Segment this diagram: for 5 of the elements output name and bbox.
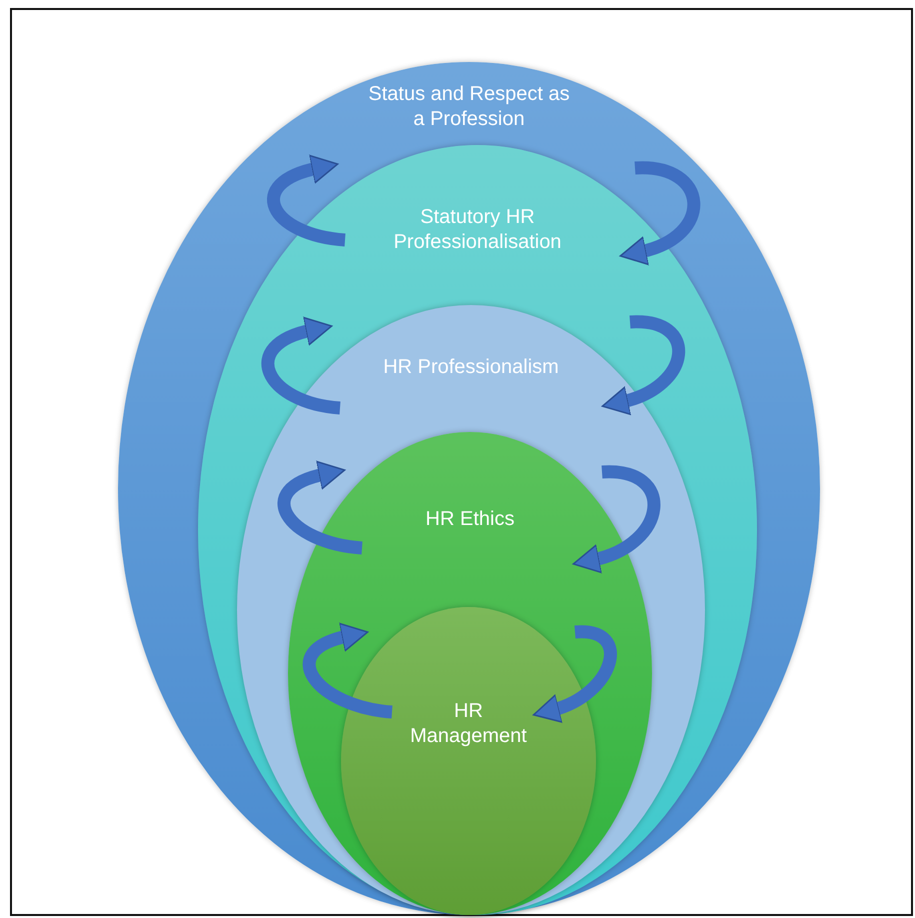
layer-label: HR Ethics <box>426 507 514 532</box>
layer-label: Statutory HR Professionalisation <box>392 205 562 255</box>
layer-label: Status and Respect as a Profession <box>367 82 571 132</box>
layer-label: HR Professionalism <box>383 355 559 380</box>
layer-label: HR Management <box>409 699 528 749</box>
